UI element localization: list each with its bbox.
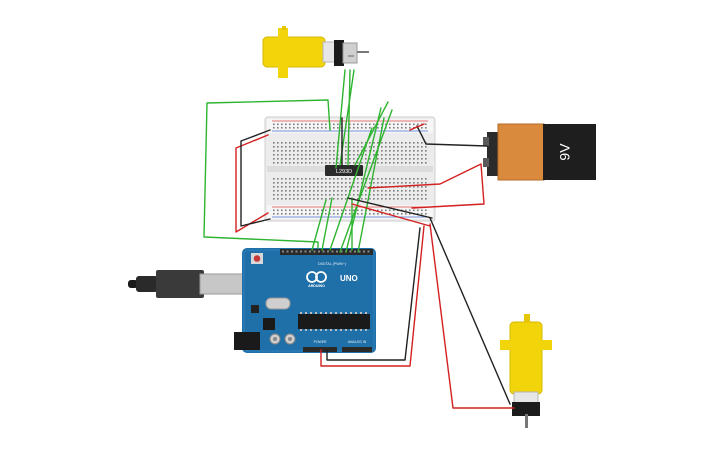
wire-red-battery — [367, 163, 485, 209]
arduino-logo: ARDUINO — [306, 271, 327, 288]
battery-voltage-label: 9V — [557, 143, 573, 161]
digital-header-label: DIGITAL (PWM~) — [318, 262, 346, 266]
wire-green-diag-7 — [321, 197, 333, 251]
wires — [203, 69, 515, 409]
analog-header-label: ANALOG IN — [348, 340, 367, 344]
board-model: UNO — [340, 274, 358, 283]
wire-black-bottom-motor — [429, 217, 511, 405]
wire-green-diag-3 — [339, 109, 393, 253]
wire-red-rail — [351, 203, 431, 227]
wire-green-motor-2 — [347, 69, 351, 166]
wire-red-left-loop — [235, 134, 269, 233]
svg-text:ARDUINO: ARDUINO — [308, 284, 325, 288]
arduino-uno-board[interactable]: DIGITAL (PWM~) ARDUINO UNO POWER ANALOG … — [128, 248, 376, 353]
power-header-label: POWER — [314, 340, 327, 344]
wire-black-arduino-loop — [326, 227, 421, 361]
l293d-chip[interactable]: L293D — [325, 165, 363, 176]
wire-green-diag-5 — [329, 127, 373, 251]
wire-red-top-right — [409, 123, 425, 131]
wire-green-motor-1 — [335, 69, 346, 169]
wire-black-left-loop — [240, 129, 271, 227]
wire-green-diag-4 — [357, 117, 385, 253]
wire-green-diag-6 — [311, 199, 327, 251]
digital-header — [280, 249, 373, 255]
usb-cable — [128, 270, 245, 298]
wire-black-battery — [416, 125, 488, 147]
chip-label: L293D — [336, 169, 352, 175]
atmega-chip — [298, 314, 370, 329]
wire-red-arduino-loop — [320, 225, 425, 367]
wire-red-bottom-motor — [429, 223, 515, 409]
wire-green-diag-1 — [354, 101, 389, 166]
9v-battery[interactable]: 9V — [483, 123, 596, 181]
analog-header — [342, 347, 372, 352]
power-header — [303, 347, 337, 352]
power-jack — [234, 332, 260, 350]
top-dc-motor[interactable] — [262, 26, 369, 78]
wire-green-left-loop — [203, 99, 331, 249]
wire-black-rail — [347, 197, 433, 219]
bottom-dc-motor[interactable] — [500, 314, 552, 428]
